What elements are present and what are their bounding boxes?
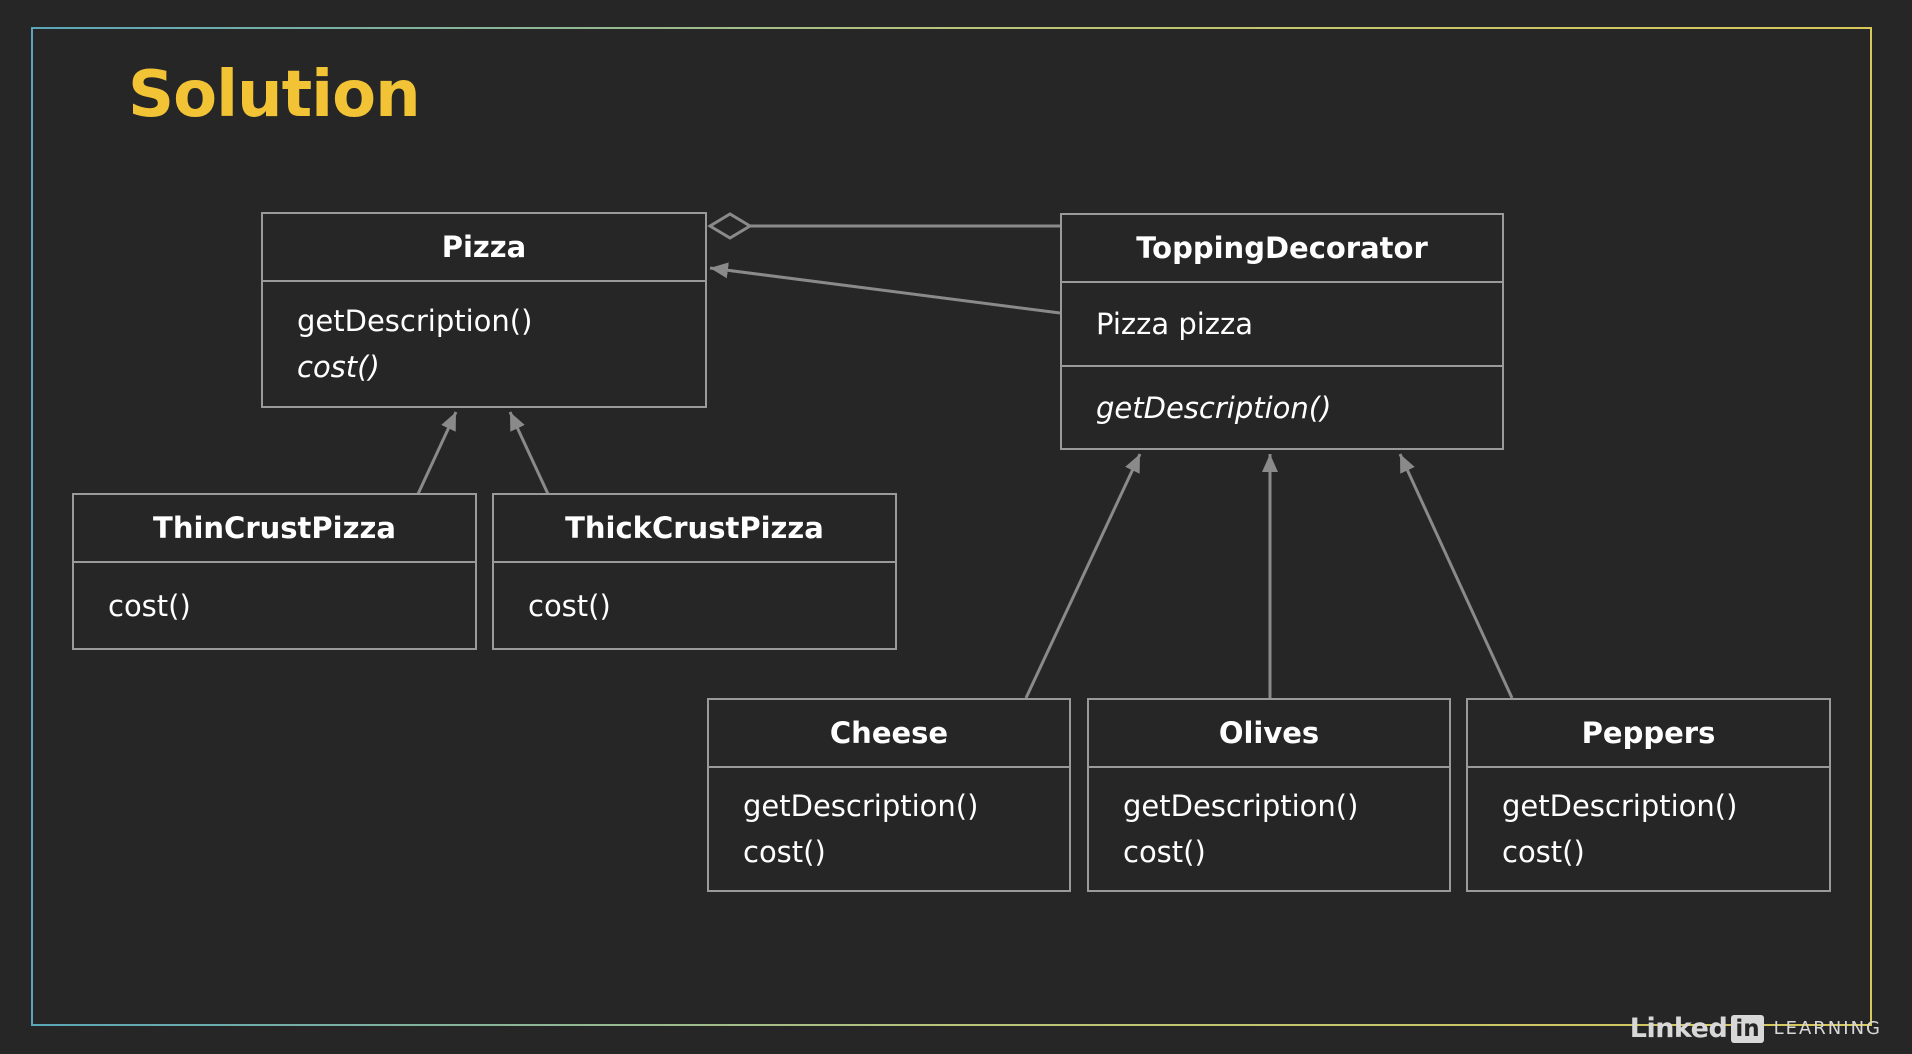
thin-inherits-pizza-arrow [416,411,458,495]
class-pizza-name: Pizza [263,214,705,282]
class-pizza-methods: getDescription() cost() [263,282,705,406]
thick-inherits-pizza-arrow [508,411,550,495]
brand-linked-text: Linked [1629,1013,1728,1044]
method-cost: cost() [297,350,380,384]
class-thincrustpizza-methods: cost() [74,563,475,648]
class-olives: Olives getDescription() cost() [1087,698,1451,892]
class-pizza: Pizza getDescription() cost() [261,212,707,408]
class-toppingdecorator: ToppingDecorator Pizza pizza getDescript… [1060,213,1504,450]
class-olives-name: Olives [1089,700,1449,768]
method-cost: cost() [528,588,611,623]
class-toppingdecorator-name: ToppingDecorator [1062,215,1502,283]
linkedin-learning-logo: Linked in LEARNING [1630,1013,1882,1044]
class-thickcrustpizza-name: ThickCrustPizza [494,495,895,563]
method-cost: cost() [1123,835,1206,869]
class-thickcrustpizza-methods: cost() [494,563,895,648]
method-getdescription: getDescription() [743,789,979,823]
method-getdescription: getDescription() [1123,789,1359,823]
class-thincrustpizza: ThinCrustPizza cost() [72,493,477,650]
slide-frame [31,27,1872,1026]
peppers-inherits-decorator-arrow [1398,453,1514,699]
class-thincrustpizza-name: ThinCrustPizza [74,495,475,563]
class-peppers-methods: getDescription() cost() [1468,768,1829,890]
class-cheese-methods: getDescription() cost() [709,768,1069,890]
method-getdescription: getDescription() [297,304,533,338]
method-getdescription: getDescription() [1502,789,1738,823]
method-cost: cost() [1502,835,1585,869]
field-pizza: Pizza pizza [1096,307,1254,341]
method-cost: cost() [743,835,826,869]
brand-in-badge: in [1731,1014,1764,1043]
class-cheese-name: Cheese [709,700,1069,768]
class-toppingdecorator-methods: getDescription() [1062,365,1502,448]
cheese-inherits-decorator-arrow [1024,453,1142,699]
class-toppingdecorator-fields: Pizza pizza [1062,283,1502,365]
aggregation-diamond [707,212,753,240]
class-thickcrustpizza: ThickCrustPizza cost() [492,493,897,650]
method-cost: cost() [108,588,191,623]
brand-learning-text: LEARNING [1773,1018,1882,1039]
slide-title: Solution [128,58,421,132]
decorator-inherits-pizza-arrow [709,262,1061,315]
class-olives-methods: getDescription() cost() [1089,768,1449,890]
class-peppers-name: Peppers [1468,700,1829,768]
class-cheese: Cheese getDescription() cost() [707,698,1071,892]
class-peppers: Peppers getDescription() cost() [1466,698,1831,892]
method-getdescription: getDescription() [1096,390,1332,425]
